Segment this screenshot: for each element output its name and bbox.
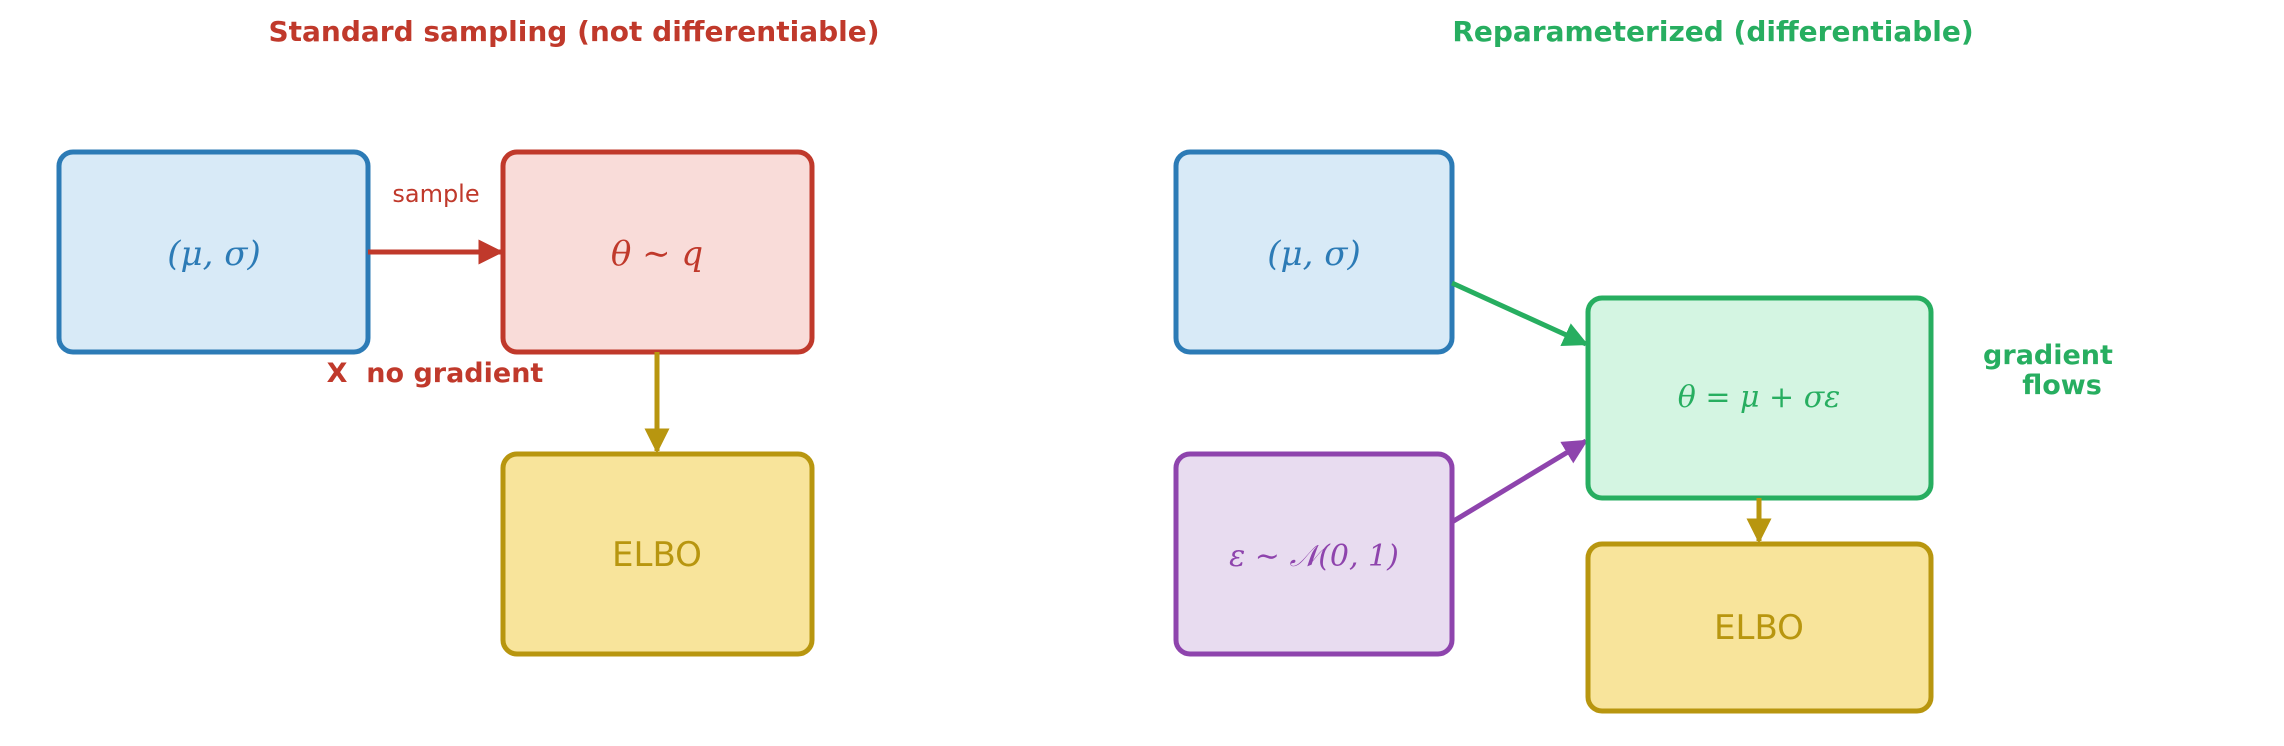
right-params-box — [1173, 149, 1455, 355]
left-theta-label: θ ∼ q — [611, 234, 703, 274]
right-elbo-node: ELBO — [1585, 541, 1934, 714]
left-sample-label: sample — [392, 180, 479, 208]
right-epsilon-to-theta-arrow — [1450, 438, 1589, 525]
right-elbo-box — [1585, 541, 1934, 714]
right-gradient-label-line2: flows — [2022, 370, 2102, 401]
right-epsilon-node: ε ∼ 𝒩(0, 1) — [1173, 451, 1455, 657]
right-title: Reparameterized (differentiable) — [1452, 15, 1973, 48]
right-epsilon-box — [1173, 451, 1455, 657]
left-elbo-label: ELBO — [612, 535, 702, 575]
right-theta-label: θ = μ + σε — [1678, 380, 1841, 415]
right-theta-node: θ = μ + σε — [1585, 295, 1934, 501]
left-no-gradient-label: X no gradient — [327, 358, 544, 389]
right-params-node: (μ, σ) — [1173, 149, 1455, 355]
left-params-label: (μ, σ) — [167, 234, 260, 274]
right-elbo-label: ELBO — [1714, 608, 1804, 648]
left-params-node: (μ, σ) — [56, 149, 371, 355]
right-gradient-label-line1: gradient — [1983, 340, 2113, 371]
left-elbo-box — [500, 451, 815, 657]
right-params-to-theta-arrow — [1450, 280, 1589, 347]
left-elbo-node: ELBO — [500, 451, 815, 657]
right-epsilon-label: ε ∼ 𝒩(0, 1) — [1229, 539, 1399, 574]
right-params-label: (μ, σ) — [1267, 234, 1360, 274]
left-title: Standard sampling (not differentiable) — [268, 15, 879, 48]
left-theta-node: θ ∼ q — [500, 149, 815, 355]
